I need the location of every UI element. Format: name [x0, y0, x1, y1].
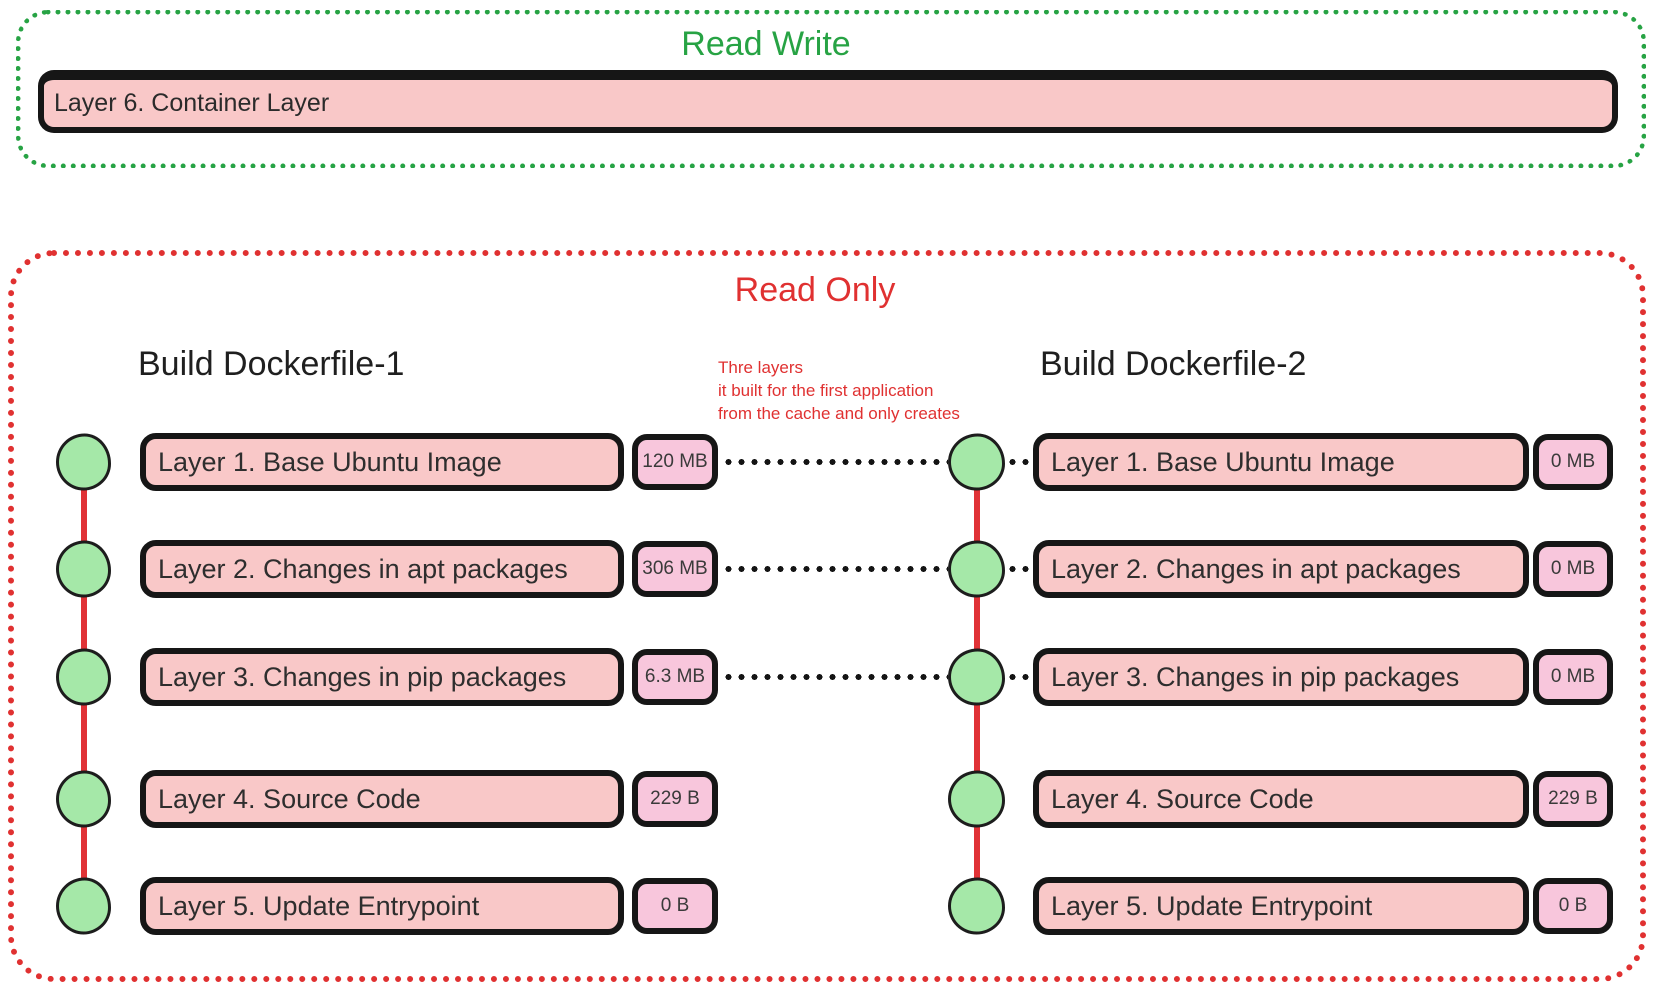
- layer-label: Layer 2. Changes in apt packages: [158, 553, 568, 584]
- layer-label: Layer 1. Base Ubuntu Image: [158, 446, 502, 477]
- layer-size: 0 B: [660, 895, 690, 916]
- layer-size: 6.3 MB: [644, 666, 706, 687]
- layer-bar: Layer 2. Changes in apt packages: [140, 540, 624, 598]
- layer-size-badge: 229 B: [1533, 771, 1613, 827]
- layer-size-badge: 0 MB: [1533, 649, 1613, 705]
- layer-bar: Layer 4. Source Code: [140, 770, 624, 828]
- layer-size: 0 MB: [1550, 558, 1596, 579]
- layer-node-icon: [56, 433, 111, 491]
- layer-row-4: Layer 4. Source Code 229 B Layer 4. Sour…: [0, 759, 1658, 839]
- layer-bar: Layer 3. Changes in pip packages: [1033, 648, 1529, 706]
- layer-label: Layer 4. Source Code: [1051, 783, 1314, 814]
- layer-node-icon: [56, 540, 111, 598]
- cache-annotation-line: Thre layers: [718, 358, 804, 377]
- layer-bar: Layer 4. Source Code: [1033, 770, 1529, 828]
- layer-label: Layer 3. Changes in pip packages: [158, 661, 567, 692]
- layer-node-icon: [948, 433, 1005, 491]
- cache-link-dotted-line: [1006, 674, 1033, 680]
- cache-annotation-line: from the cache and only creates: [718, 404, 960, 423]
- layer-label: Layer 3. Changes in pip packages: [1051, 661, 1460, 692]
- cache-link-dotted-line: [722, 459, 948, 465]
- layer-size: 306 MB: [642, 558, 708, 579]
- layer-bar: Layer 2. Changes in apt packages: [1033, 540, 1529, 598]
- cache-link-dotted-line: [722, 566, 948, 572]
- layer-bar: Layer 5. Update Entrypoint: [140, 877, 624, 935]
- cache-annotation-line: it built for the first application: [718, 381, 934, 400]
- layer-bar: Layer 3. Changes in pip packages: [140, 648, 624, 706]
- layer-node-icon: [948, 770, 1005, 828]
- layer-label: Layer 5. Update Entrypoint: [1051, 890, 1373, 921]
- cache-link-dotted-line: [1006, 566, 1033, 572]
- layer-bar: Layer 1. Base Ubuntu Image: [140, 433, 624, 491]
- layer-row-5: Layer 5. Update Entrypoint 0 B Layer 5. …: [0, 866, 1658, 946]
- layer-node-icon: [948, 877, 1005, 935]
- layer-size-badge: 229 B: [632, 771, 718, 827]
- layer-size-badge: 0 B: [1533, 878, 1613, 934]
- container-layer-bar: Layer 6. Container Layer: [38, 70, 1618, 133]
- read-write-section-border: [16, 10, 1646, 168]
- read-write-title: Read Write: [681, 25, 851, 63]
- layer-label: Layer 5. Update Entrypoint: [158, 890, 480, 921]
- layer-bar: Layer 5. Update Entrypoint: [1033, 877, 1529, 935]
- read-only-section-border: [8, 250, 1646, 982]
- cache-link-dotted-line: [1006, 459, 1033, 465]
- layer-node-icon: [56, 770, 111, 828]
- read-only-title: Read Only: [734, 271, 896, 309]
- layer-size-badge: 306 MB: [632, 541, 718, 597]
- layer-size: 0 MB: [1550, 451, 1596, 472]
- dockerfile1-heading: Build Dockerfile-1: [138, 345, 405, 383]
- container-layer-label: Layer 6. Container Layer: [54, 89, 330, 117]
- layer-size: 0 MB: [1550, 666, 1596, 687]
- layer-size-badge: 0 MB: [1533, 541, 1613, 597]
- layer-row-1: Layer 1. Base Ubuntu Image 120 MB Layer …: [0, 422, 1658, 502]
- layer-label: Layer 1. Base Ubuntu Image: [1051, 446, 1395, 477]
- cache-link-dotted-line: [722, 674, 948, 680]
- layer-bar: Layer 1. Base Ubuntu Image: [1033, 433, 1529, 491]
- layer-node-icon: [56, 648, 111, 706]
- layer-label: Layer 4. Source Code: [158, 783, 421, 814]
- layer-node-icon: [56, 877, 111, 935]
- layer-row-2: Layer 2. Changes in apt packages 306 MB …: [0, 529, 1658, 609]
- cache-annotation: Thre layers it built for the first appli…: [718, 356, 960, 425]
- layer-size: 229 B: [650, 788, 700, 809]
- layer-node-icon: [948, 540, 1005, 598]
- layer-size-badge: 120 MB: [632, 434, 718, 490]
- layer-node-icon: [948, 648, 1005, 706]
- layer-size: 229 B: [1548, 788, 1598, 809]
- layer-size-badge: 6.3 MB: [632, 649, 718, 705]
- layer-size-badge: 0 MB: [1533, 434, 1613, 490]
- layer-size: 120 MB: [642, 451, 708, 472]
- layer-size-badge: 0 B: [632, 878, 718, 934]
- layer-size: 0 B: [1558, 895, 1588, 916]
- dockerfile2-heading: Build Dockerfile-2: [1040, 345, 1307, 383]
- layer-row-3: Layer 3. Changes in pip packages 6.3 MB …: [0, 637, 1658, 717]
- layer-label: Layer 2. Changes in apt packages: [1051, 553, 1461, 584]
